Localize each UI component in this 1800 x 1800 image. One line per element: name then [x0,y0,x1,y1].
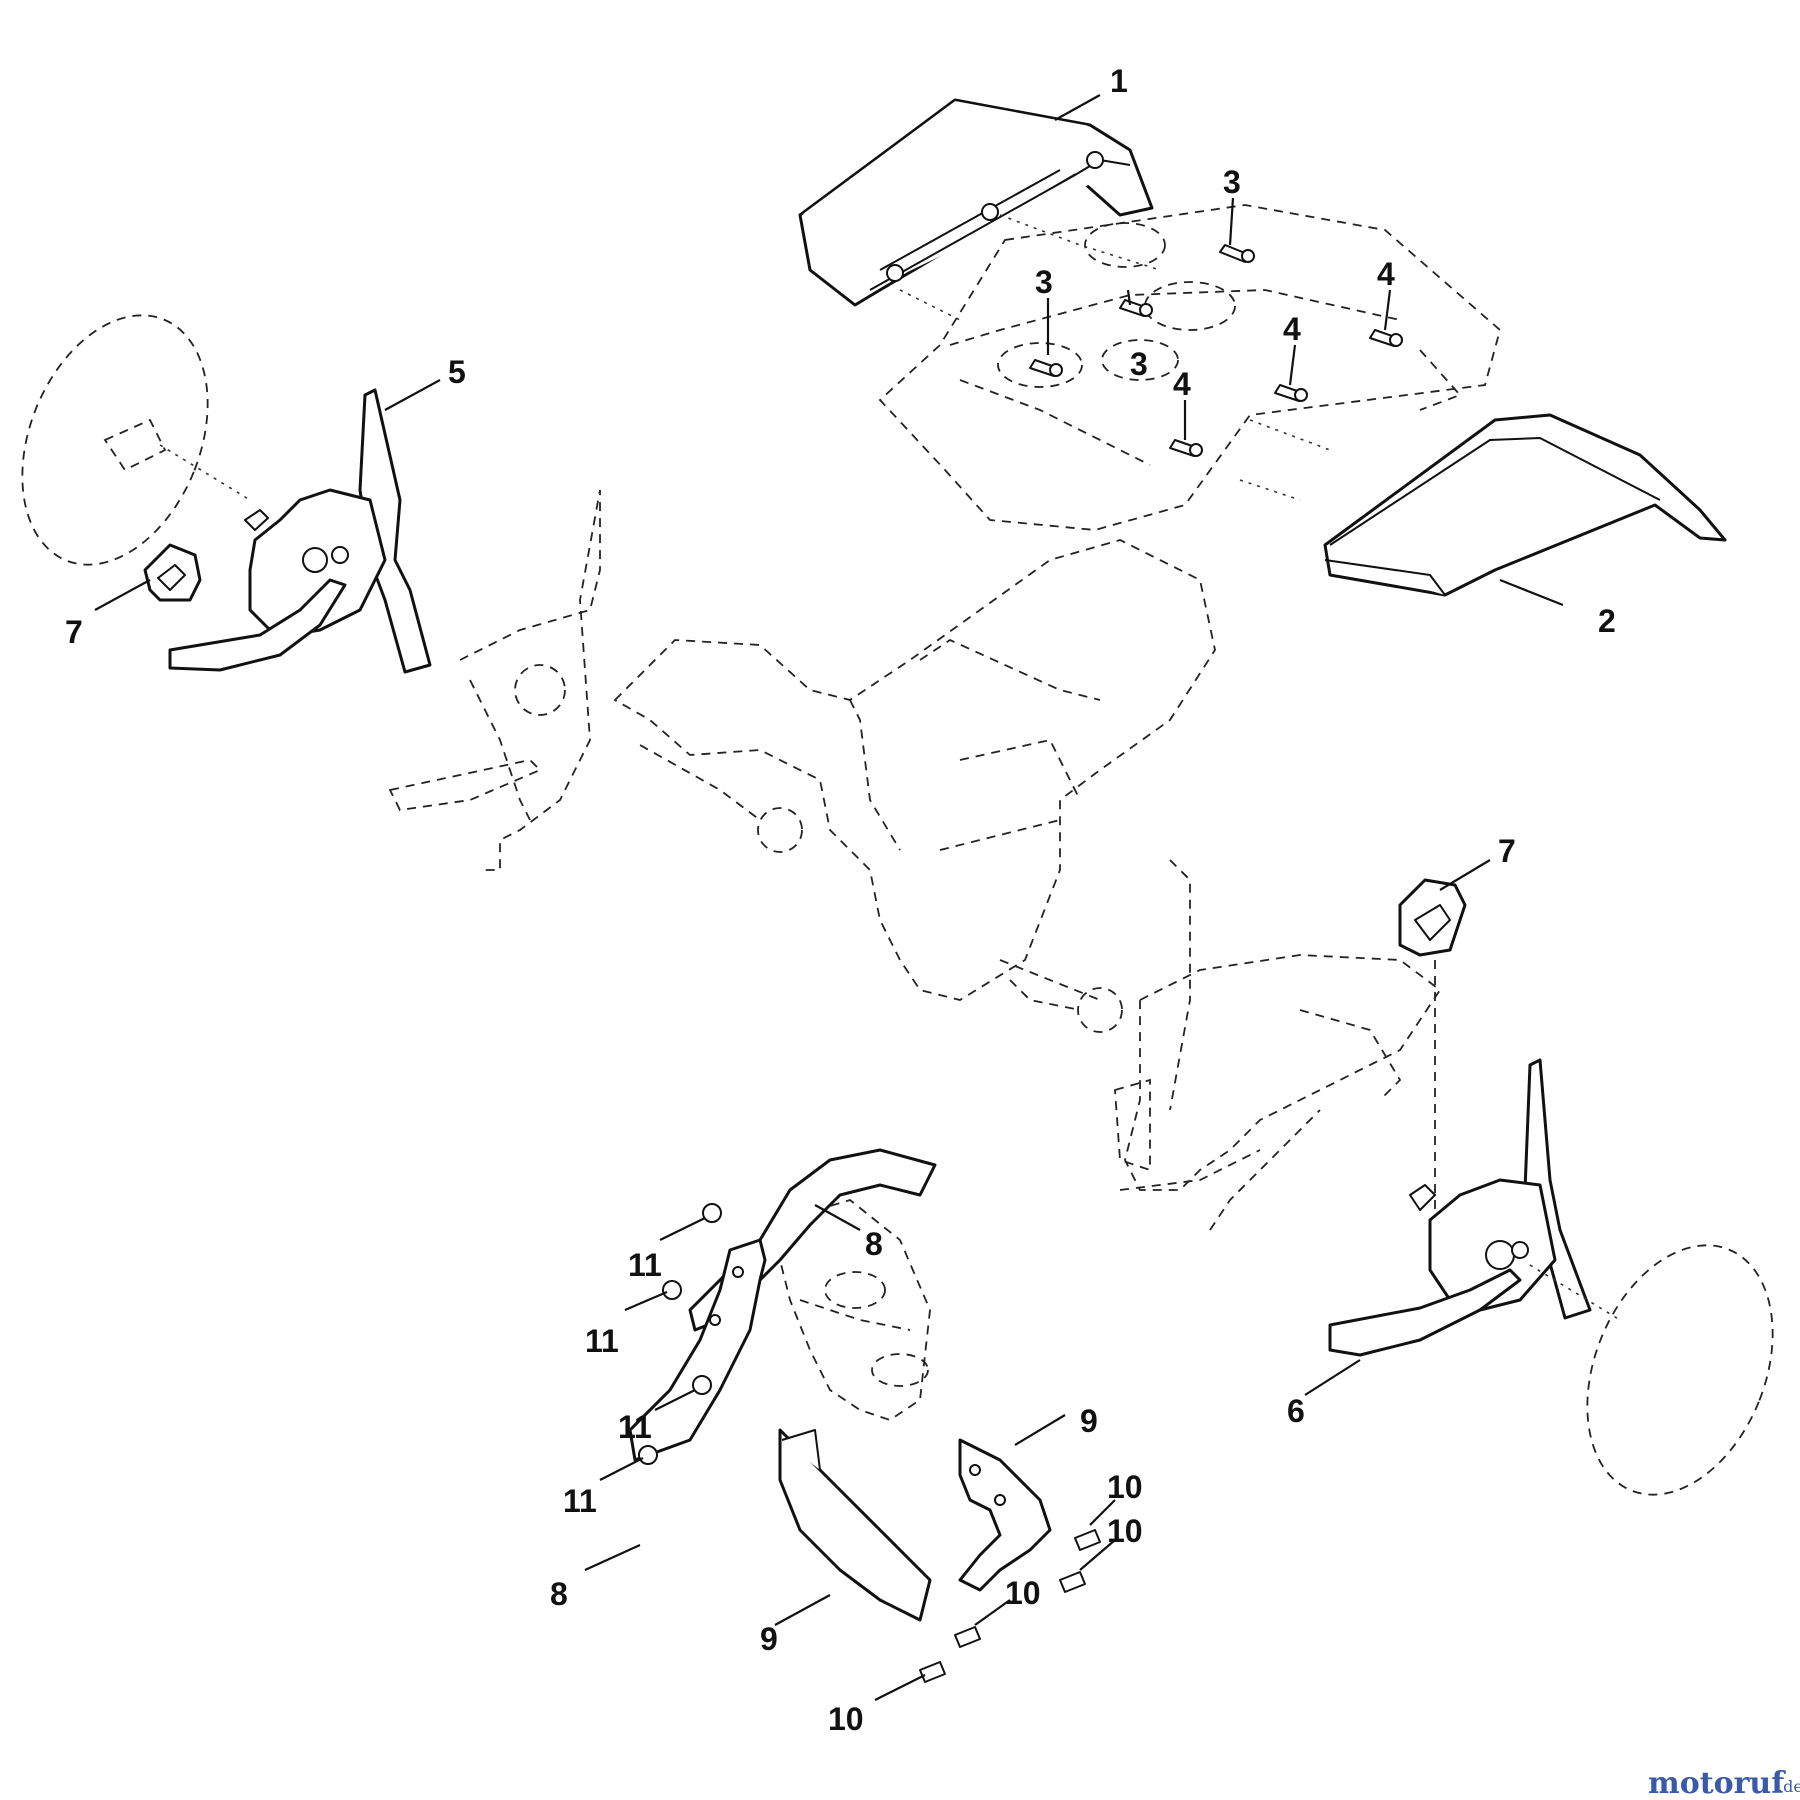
callout-7-left: 7 [65,614,83,650]
linch-pin-left [143,543,202,602]
linch-pin-right [1398,878,1467,957]
tine-blade-9-right [958,1438,1052,1592]
callout-10-a: 10 [1107,1469,1143,1505]
callout-4-c: 4 [1173,366,1191,402]
callout-9-right: 9 [1080,1403,1098,1439]
callout-6: 6 [1287,1393,1305,1429]
callout-10-b: 10 [1107,1513,1143,1549]
bolt-4-a [1369,329,1403,347]
tine-assembly-left [168,388,432,674]
callout-8-lower: 8 [550,1576,568,1612]
bolt-4-c [1169,439,1203,457]
tine-hub-ghost [779,1199,931,1421]
right-wheel-ghost [1586,1244,1774,1496]
leader-lines [94,94,1564,1701]
callout-labels: 1 2 3 3 3 4 4 4 5 6 7 7 8 8 9 9 10 10 10… [65,63,1616,1737]
fender-right [1239,413,1727,597]
callout-4-a: 4 [1377,256,1395,292]
callout-4-b: 4 [1283,311,1301,347]
watermark-logo: motoruf .de [1648,1766,1800,1800]
bolt-4-b [1274,384,1308,402]
callout-2: 2 [1598,603,1616,639]
callout-3-top: 3 [1223,164,1241,200]
callout-11-b: 11 [585,1323,619,1359]
callout-11-c: 11 [618,1409,652,1445]
tine-blade-9-left [778,1428,932,1622]
bolt-3-left [1029,359,1063,377]
watermark-text: motoruf [1648,1766,1786,1800]
callout-7-right: 7 [1498,833,1516,869]
left-tine-assembly-ghost [388,489,601,871]
callout-3-left: 3 [1035,264,1053,300]
bolt-3-top [1219,244,1255,263]
callout-11-d: 11 [563,1483,597,1519]
left-wheel-ghost [21,314,209,566]
right-tine-assembly-ghost [1114,859,1442,1231]
callout-11-a: 11 [628,1247,662,1283]
top-cover-housing [878,204,1502,531]
callout-1: 1 [1110,63,1128,99]
gearbox-frame [613,539,1216,1033]
bolts-10 [919,1529,1101,1683]
callout-3-mid: 3 [1130,346,1148,382]
callout-10-d: 10 [828,1701,864,1737]
fender-left [798,98,1161,321]
bolt-3-mid [1119,299,1153,317]
nuts-11 [638,1203,722,1465]
watermark-suffix: .de [1778,1777,1800,1796]
tine-assembly-right [1328,1058,1592,1357]
callout-8-upper: 8 [865,1226,883,1262]
callout-10-c: 10 [1005,1575,1041,1611]
cover-bolts [1029,244,1403,457]
left-axis-line [159,444,251,501]
callout-9-left: 9 [760,1621,778,1657]
callout-5: 5 [448,354,466,390]
